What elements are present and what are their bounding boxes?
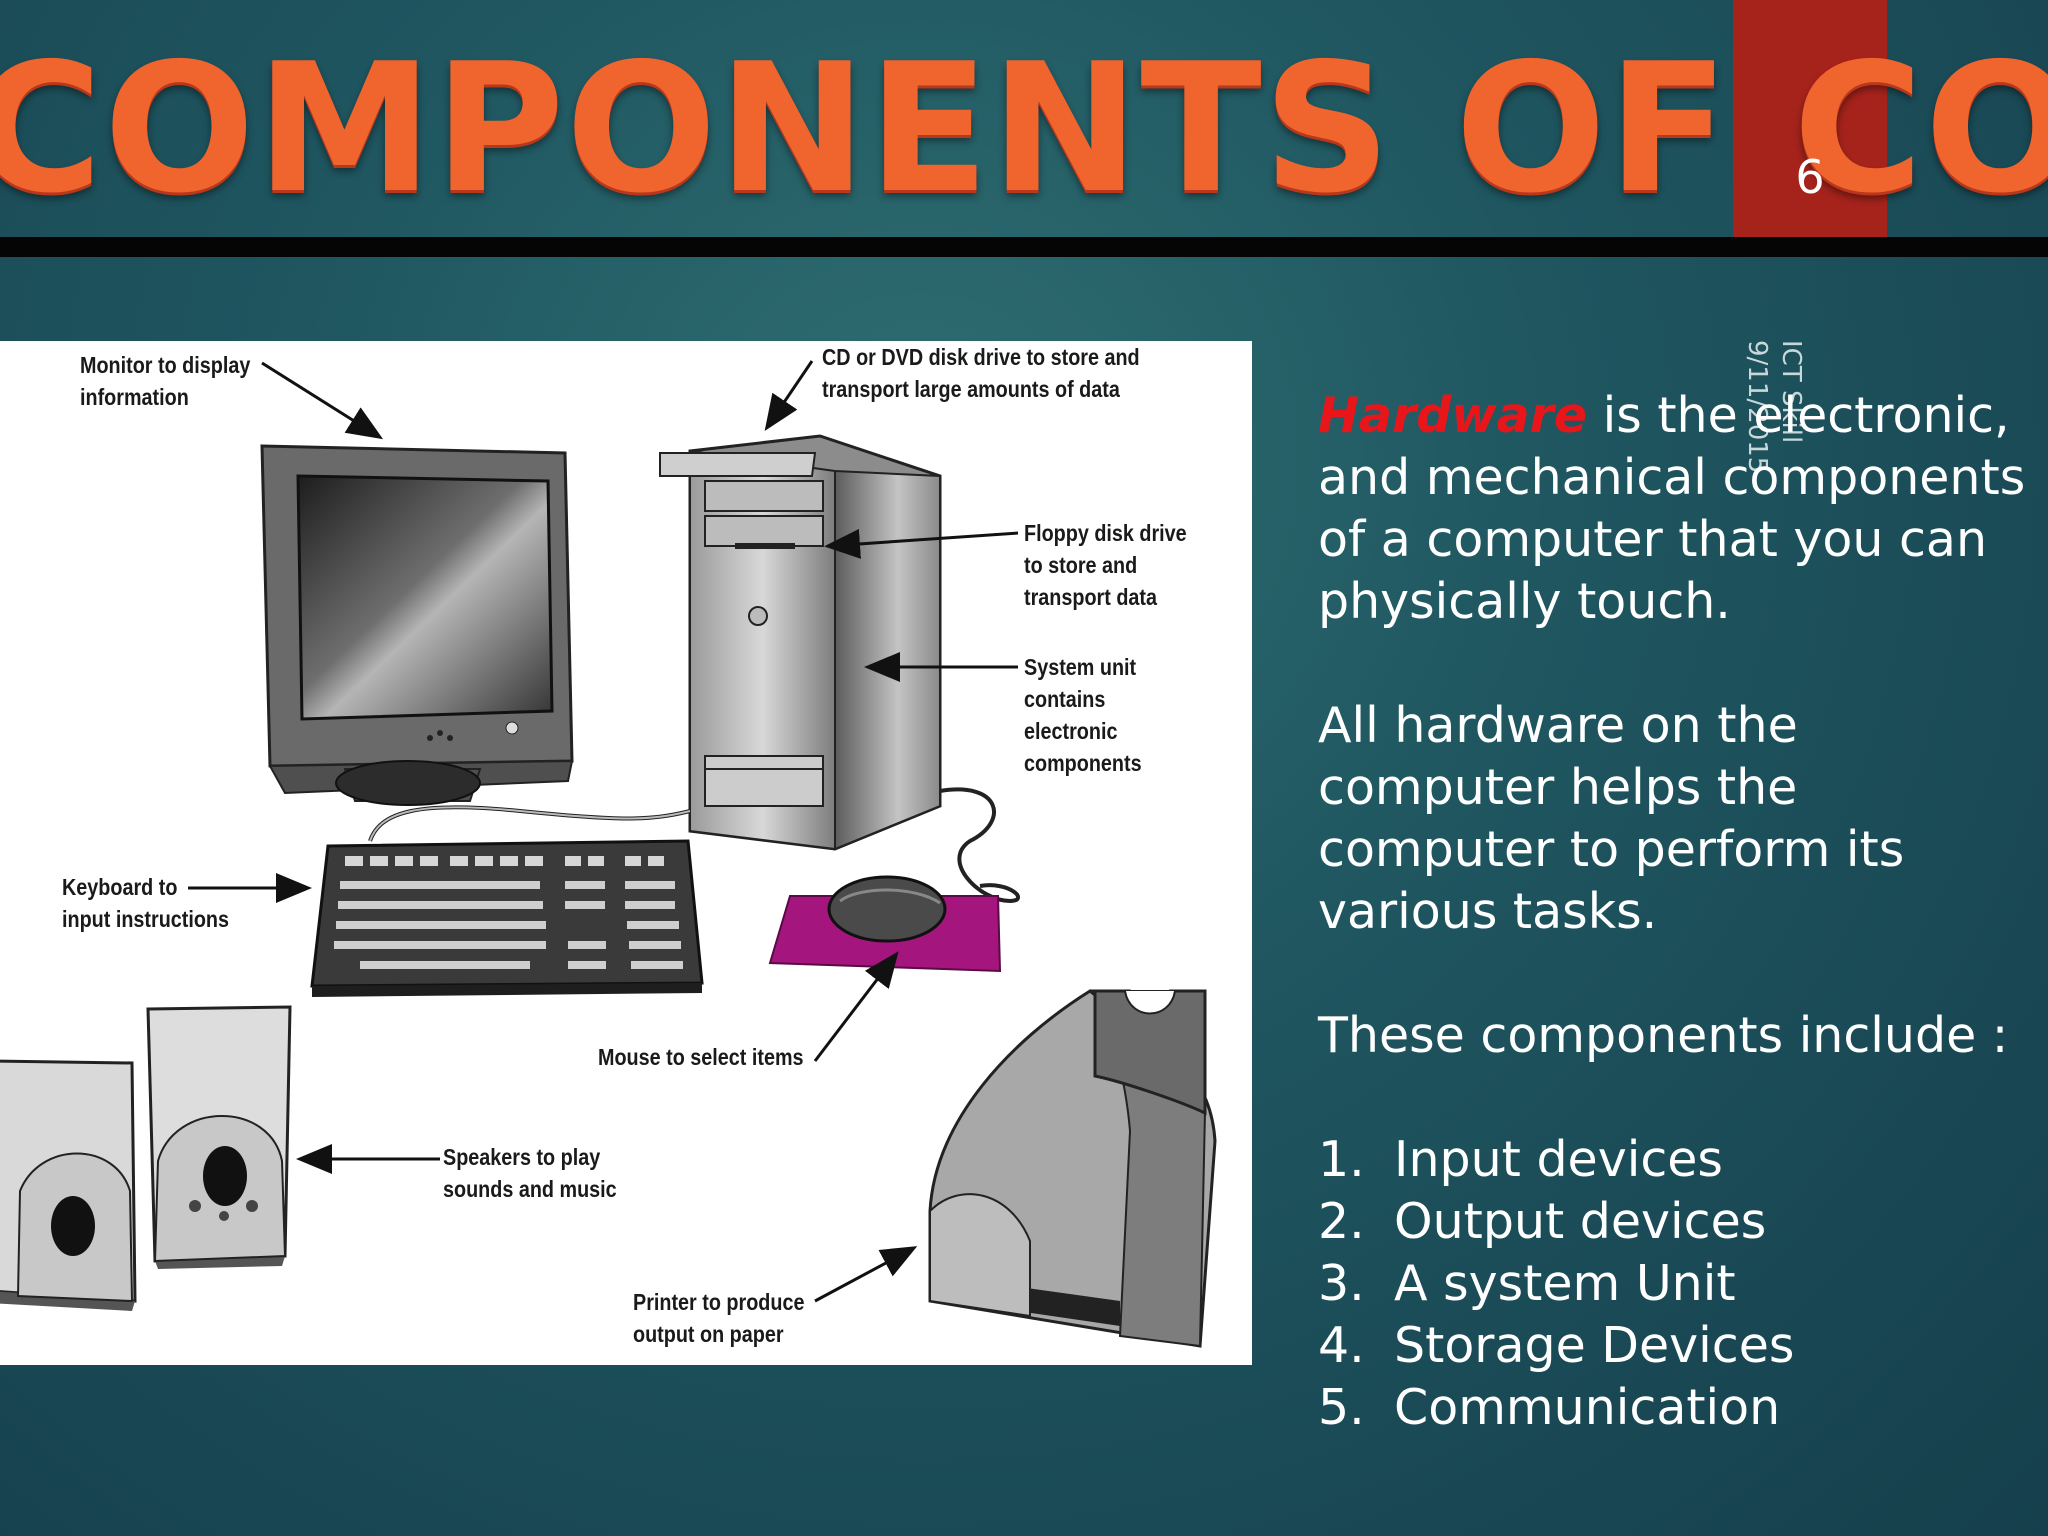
hardware-highlight: Hardware bbox=[1318, 387, 1588, 444]
list-item: 4.Storage Devices bbox=[1318, 1317, 1795, 1374]
page-number: 6 bbox=[1795, 150, 1825, 204]
list-item: 3.A system Unit bbox=[1318, 1255, 1736, 1312]
slide-title: COMPONENTS OF COMPUTER bbox=[0, 25, 2048, 232]
label-printer: Printer to produce output on paper bbox=[633, 1289, 805, 1347]
list-item: 5.Communication bbox=[1318, 1379, 1781, 1436]
label-floppy: Floppy disk drive to store and transport… bbox=[1024, 520, 1187, 610]
label-cd-drive: CD or DVD disk drive to store and transp… bbox=[822, 344, 1140, 402]
list-item: 2.Output devices bbox=[1318, 1193, 1767, 1250]
label-mouse: Mouse to select items bbox=[598, 1044, 804, 1070]
keyboard-icon bbox=[310, 839, 704, 997]
label-monitor: Monitor to display information bbox=[80, 352, 251, 410]
slide-body: Hardware is the electronic, and mechanic… bbox=[1318, 385, 2038, 1439]
computer-illustration: Monitor to display information CD or DVD… bbox=[0, 341, 1252, 1365]
computer-diagram bbox=[0, 360, 1217, 1348]
label-speakers: Speakers to play sounds and music bbox=[443, 1144, 617, 1202]
paragraph-hardware: Hardware is the electronic, and mechanic… bbox=[1318, 385, 2038, 633]
mouse-icon bbox=[768, 875, 1002, 973]
page-number-box bbox=[1733, 0, 1887, 238]
system-unit-icon bbox=[659, 434, 942, 851]
paragraph-hardware-text: is the electronic, and mechanical compon… bbox=[1318, 387, 2026, 630]
list-item: 1.Input devices bbox=[1318, 1131, 1723, 1188]
printer-icon bbox=[928, 989, 1217, 1348]
components-list: 1.Input devices 2.Output devices 3.A sys… bbox=[1318, 1129, 2038, 1439]
paragraph-components: These components include : bbox=[1318, 1007, 2009, 1064]
label-system-unit: System unit contains electronic componen… bbox=[1024, 654, 1142, 776]
title-band: COMPONENTS OF COMPUTER 6 bbox=[0, 0, 2048, 240]
monitor-icon bbox=[260, 444, 574, 806]
speakers-icon bbox=[0, 1005, 292, 1311]
title-rule bbox=[0, 237, 2048, 257]
label-keyboard: Keyboard to input instructions bbox=[62, 874, 230, 932]
paragraph-tasks: All hardware on the computer helps the c… bbox=[1318, 697, 1905, 940]
